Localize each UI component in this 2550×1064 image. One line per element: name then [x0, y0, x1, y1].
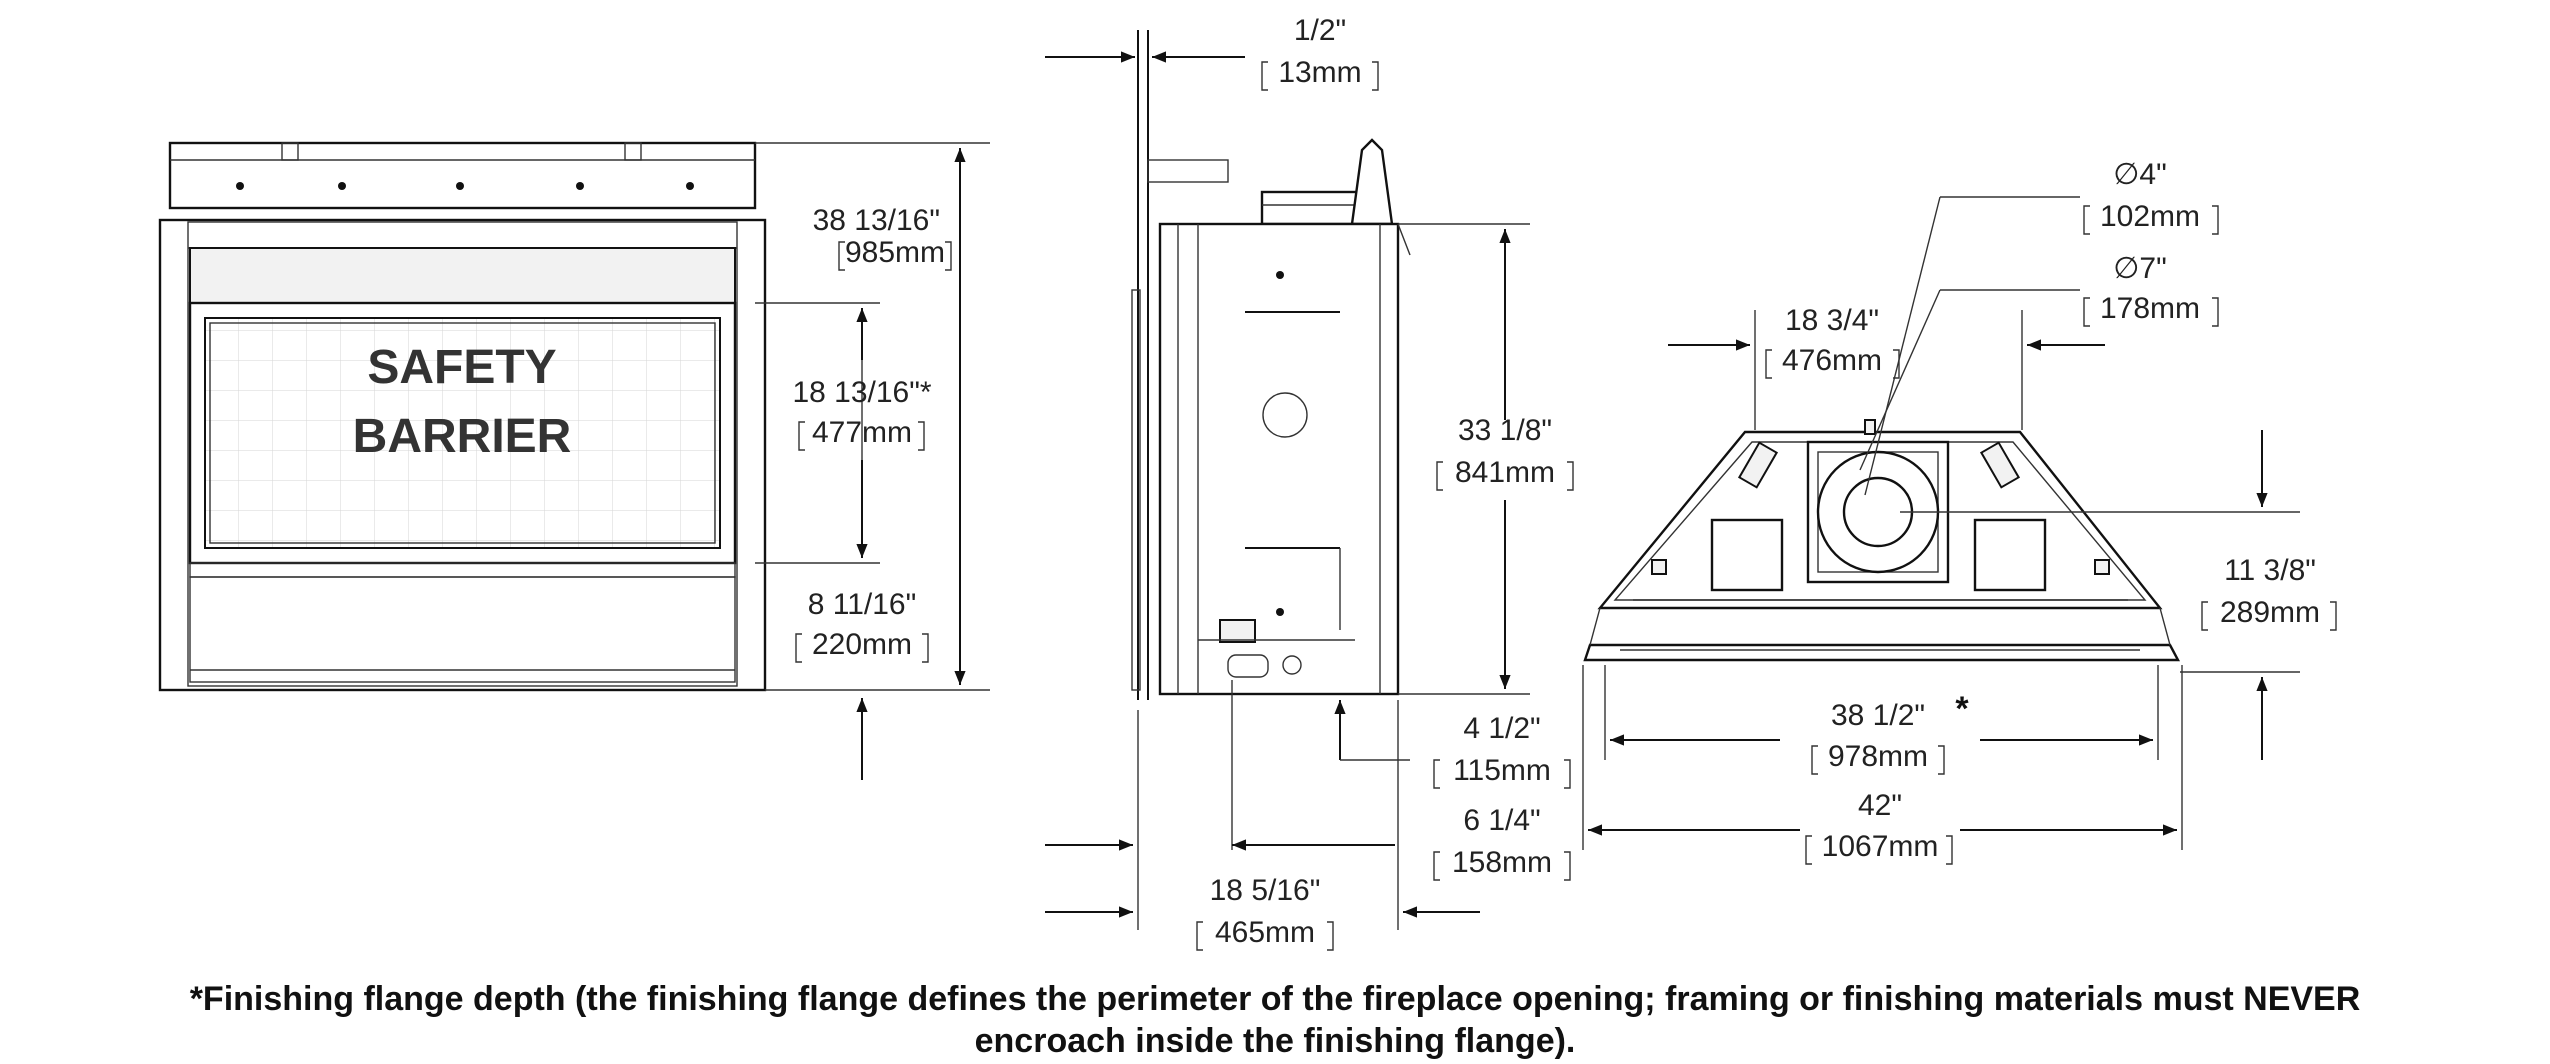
- diameter-symbol-outer: ∅: [2113, 252, 2139, 285]
- side-body-height-imperial: 33 1/8": [1458, 414, 1552, 447]
- vent-offset-metric: 476mm: [1782, 344, 1882, 377]
- diameter-symbol-inner: ∅: [2113, 158, 2139, 191]
- top-front-flange: [1583, 643, 2180, 662]
- overall-width-metric: 1067mm: [1822, 830, 1939, 863]
- side-flue-collar: [1260, 190, 1359, 226]
- front-view: SAFETY BARRIER 38 13/16" 985mm 18 13/16"…: [158, 141, 990, 780]
- side-flange-depth-imperial: 1/2": [1294, 14, 1346, 47]
- top-right-side-box: [1973, 518, 2047, 592]
- inner-vent-diameter-metric: 102mm: [2100, 200, 2200, 233]
- side-rear-offset-imperial: 6 1/4": [1463, 804, 1540, 837]
- front-base-height-imperial: 8 11/16": [808, 588, 917, 621]
- front-opening-height-metric: 477mm: [812, 416, 912, 449]
- side-overall-depth-imperial: 18 5/16": [1210, 874, 1321, 907]
- overall-width-imperial: 42": [1858, 789, 1902, 822]
- side-body-height-metric: 841mm: [1455, 456, 1555, 489]
- side-gas-inlet-height-metric: 115mm: [1453, 754, 1551, 787]
- front-opening-height-imperial: 18 13/16"*: [792, 376, 931, 409]
- top-view: ∅4" 102mm ∅7" 178mm 18 3/4" 476mm 11 3/8…: [1582, 158, 2337, 865]
- vent-depth-imperial: 11 3/8": [2224, 554, 2316, 587]
- inner-vent-diameter-imperial: ∅4": [2113, 158, 2166, 191]
- footnote-line-2: encroach inside the finishing flange).: [975, 1022, 1576, 1060]
- side-view: 1/2" 13mm 33 1/8" 841mm 4 1/2" 115mm 6 1…: [1045, 14, 1574, 951]
- footnote-line-1: *Finishing flange depth (the finishing f…: [190, 980, 2361, 1018]
- side-rear-offset-metric: 158mm: [1452, 846, 1552, 879]
- opening-width-imperial: 38 1/2": [1831, 699, 1925, 732]
- opening-width-asterisk: *: [1955, 690, 1969, 728]
- side-body: [1158, 222, 1400, 696]
- outer-vent-diameter-imperial: ∅7": [2113, 252, 2166, 285]
- side-overall-depth-metric: 465mm: [1215, 916, 1315, 949]
- inner-vent-diameter-value: 4": [2139, 158, 2166, 191]
- vent-depth-metric: 289mm: [2220, 596, 2320, 629]
- opening-width-metric: 978mm: [1828, 740, 1928, 773]
- outer-vent-diameter-value: 7": [2139, 252, 2166, 285]
- vent-offset-imperial: 18 3/4": [1785, 304, 1879, 337]
- front-base-height-metric: 220mm: [812, 628, 912, 661]
- front-top-cap: [168, 141, 757, 210]
- safety-barrier-label-line1: SAFETY: [367, 341, 556, 394]
- safety-barrier-label-line2: BARRIER: [353, 410, 572, 463]
- side-flange-depth-metric: 13mm: [1278, 56, 1361, 89]
- side-gas-inlet-height-imperial: 4 1/2": [1463, 712, 1540, 745]
- front-overall-height-metric: 985mm: [845, 236, 945, 269]
- front-overall-height-imperial: 38 13/16": [813, 204, 940, 237]
- outer-vent-diameter-metric: 178mm: [2100, 292, 2200, 325]
- top-left-side-box: [1710, 518, 1784, 592]
